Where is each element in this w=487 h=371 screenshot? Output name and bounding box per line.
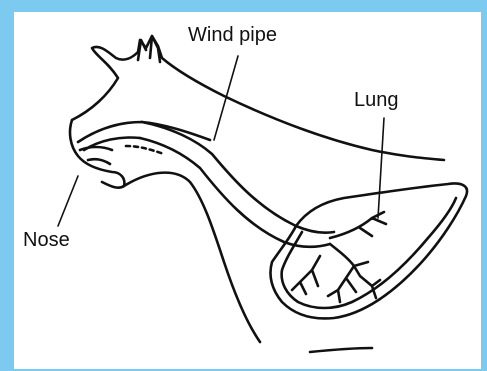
nose-label: Nose: [23, 230, 70, 250]
lung-label: Lung: [354, 90, 399, 110]
wind-pipe-label: Wind pipe: [188, 25, 277, 45]
nose-leader-line: [58, 176, 78, 226]
wind-pipe-leader-line: [214, 56, 238, 140]
animal-throat-outline: [124, 173, 260, 342]
nasal-passage-dashes: [126, 146, 164, 154]
wind-pipe-lower: [140, 138, 330, 247]
lung-leader-line: [378, 118, 384, 218]
lung-outline: [270, 184, 467, 319]
bronchi-branches: [292, 212, 386, 302]
horn-right: [150, 36, 160, 62]
belly-line: [310, 348, 372, 352]
